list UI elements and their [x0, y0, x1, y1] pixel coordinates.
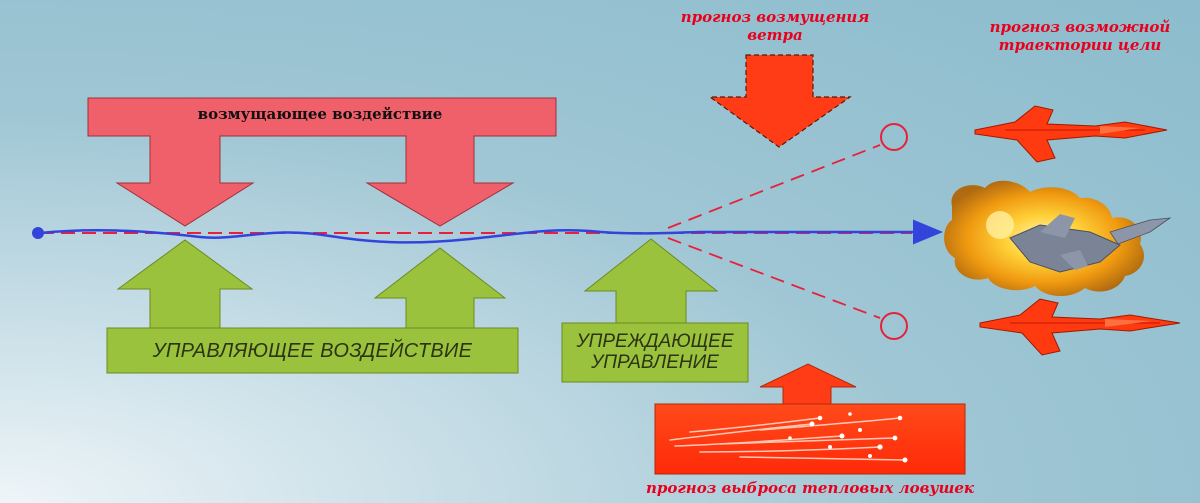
- actual-trajectory-path: [39, 219, 943, 245]
- explosion-icon: [944, 180, 1172, 297]
- anticipatory-label-line1: УПРЕЖДАЮЩЕЕ: [576, 331, 734, 352]
- heat-flares-icon: [654, 403, 966, 475]
- trajectory-forecast-label: прогноз возможной траектории цели: [965, 18, 1195, 54]
- anticipatory-control-arrow: [561, 238, 749, 383]
- wind-label-line1: прогноз возмущения: [680, 8, 870, 26]
- forecast-point-up: [880, 123, 908, 151]
- wind-forecast-label: прогноз возмущения ветра: [670, 8, 880, 44]
- target-jet-down: [979, 298, 1181, 356]
- disturbance-label: возмущающее воздействие: [197, 105, 443, 123]
- trajectory-label-line2: траектории цели: [998, 36, 1162, 54]
- disturbance-arrow: [87, 97, 557, 227]
- anticipatory-label-line2: УПРАВЛЕНИЕ: [591, 352, 719, 373]
- anticipatory-control-label: УПРЕЖДАЮЩЕЕ УПРАВЛЕНИЕ: [562, 331, 748, 373]
- control-label: УПРАВЛЯЮЩЕЕ ВОЗДЕЙСТВИЕ: [152, 340, 473, 362]
- wind-forecast-arrow: [708, 54, 852, 148]
- forecast-point-down: [880, 312, 908, 340]
- trajectory-label-line1: прогноз возможной: [989, 18, 1171, 36]
- target-jet-up: [974, 105, 1168, 163]
- trajectory-start-point: [32, 227, 44, 239]
- control-arrow: [106, 239, 519, 374]
- wind-label-line2: ветра: [747, 26, 803, 44]
- forecast-branch-down: [667, 237, 881, 319]
- flares-forecast-arrow: [759, 363, 857, 407]
- flares-forecast-label: прогноз выброса тепловых ловушек: [645, 479, 975, 497]
- forecast-branch-up: [667, 144, 881, 229]
